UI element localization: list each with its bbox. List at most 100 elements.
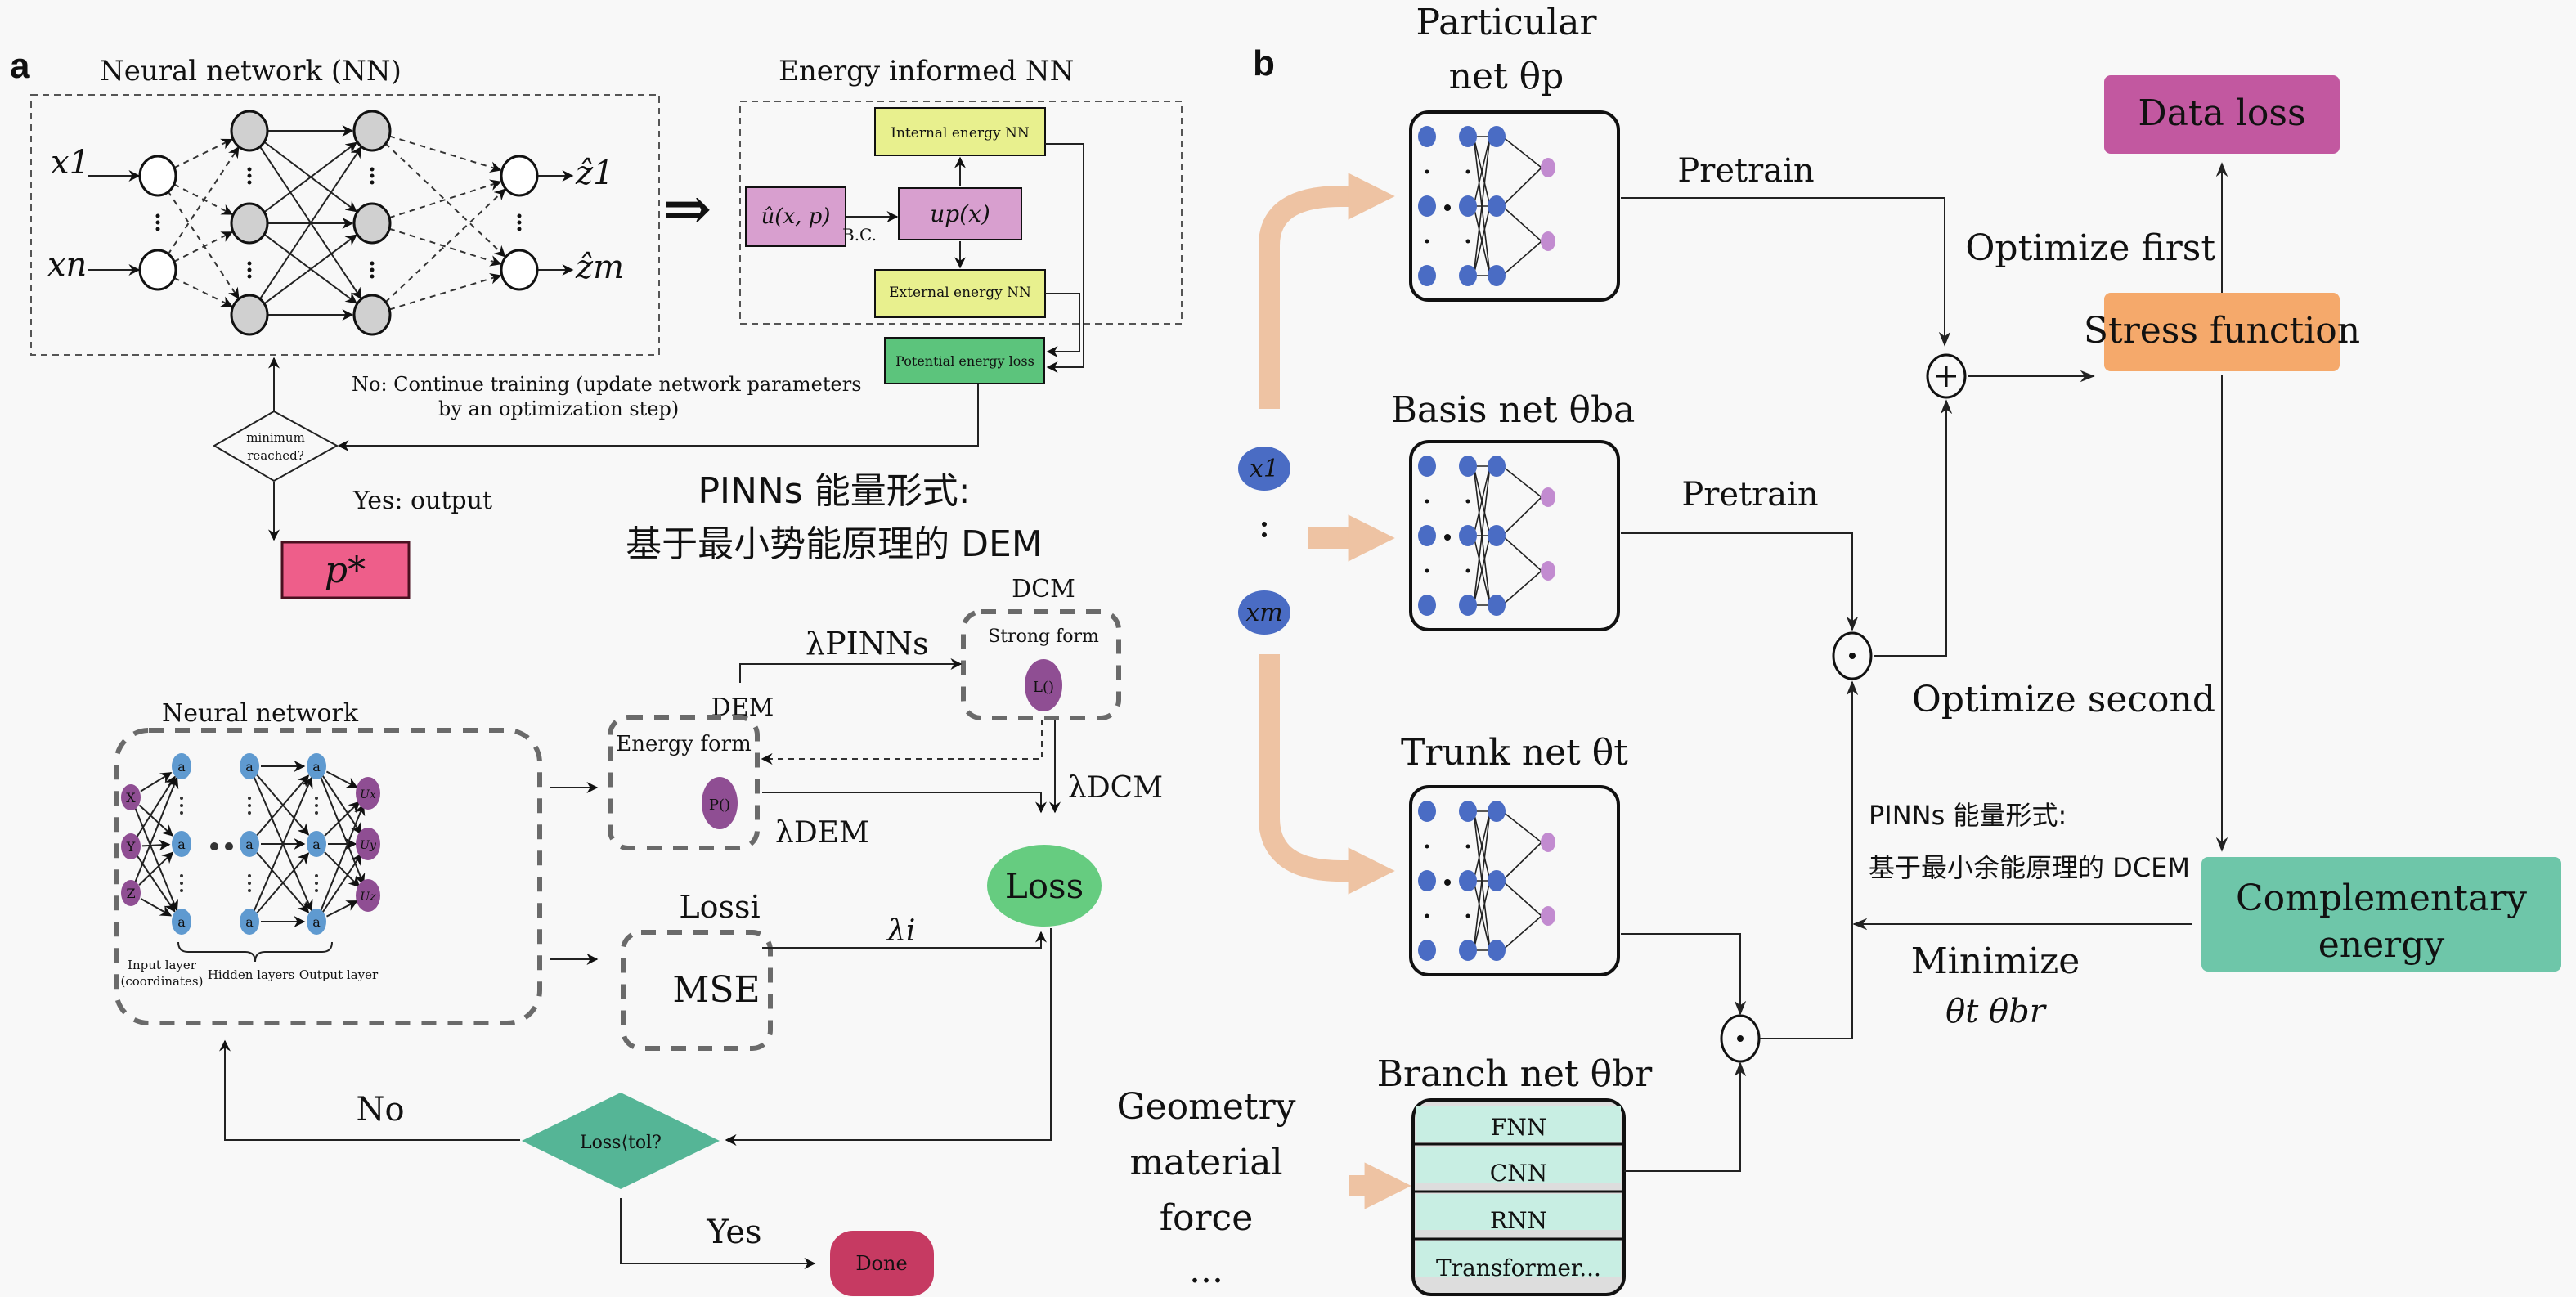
vdots	[155, 213, 160, 218]
hidden-node-label: a	[312, 837, 321, 852]
lambda-dcm-label: λDCM	[1068, 771, 1163, 805]
vdots	[517, 227, 522, 231]
loss-to-check-arrow	[725, 928, 1052, 1146]
subnet-output-node	[1541, 561, 1555, 581]
vdots	[1465, 913, 1470, 918]
subnet-edge	[1501, 496, 1542, 536]
yes-label: Yes	[706, 1214, 761, 1251]
input-node-label: X	[126, 790, 136, 806]
vdots	[370, 173, 375, 178]
dcem-heading-line1: PINNs 能量形式:	[1869, 800, 2067, 831]
no-continue-line1: No: Continue training (update network pa…	[352, 373, 862, 396]
data-loss-label: Data loss	[2138, 92, 2305, 134]
internal-energy-label: Internal energy NN	[891, 125, 1030, 141]
subnet-node	[1488, 456, 1506, 477]
subnet-node	[1418, 195, 1436, 217]
minimum-reached-diamond	[213, 410, 339, 482]
subnet-edge	[1473, 880, 1491, 951]
p-star-label: p*	[325, 550, 366, 591]
nn-node	[138, 249, 177, 291]
no-loop-arrow	[219, 1039, 520, 1141]
nn-hidden-node	[352, 294, 392, 336]
subnet-output-node	[1541, 487, 1555, 507]
subnet-node	[1459, 940, 1477, 961]
nn-hidden-node	[352, 110, 392, 152]
subnet-edge	[1501, 167, 1542, 207]
dem-heading-line1: PINNs 能量形式:	[698, 470, 970, 512]
output-layer-label: Output layer	[299, 967, 379, 982]
subnet-node	[1418, 456, 1436, 477]
output-node-label: Uz	[360, 891, 376, 904]
nn2-edge	[256, 774, 310, 837]
data-loss-box	[2104, 75, 2340, 154]
branch-net-box: FNN CNN RNN Transformer...	[1411, 1098, 1626, 1296]
vdots	[155, 227, 160, 231]
loss-check-label: Loss⟨tol?	[580, 1133, 662, 1153]
external-to-loss-line	[1045, 293, 1080, 357]
einn-title: Energy informed NN	[779, 55, 1074, 88]
potential-loss-label: Potential energy loss	[895, 353, 1034, 369]
vdots	[1465, 499, 1470, 504]
hdots	[1444, 879, 1451, 886]
vdots	[1262, 532, 1267, 537]
subnet-node	[1459, 595, 1477, 616]
nn-edge	[263, 141, 357, 213]
nn2-edge	[256, 852, 310, 914]
nn-box	[30, 94, 660, 356]
nn2-edge	[324, 851, 361, 888]
nn2-edge	[140, 898, 173, 917]
vdots	[1465, 169, 1470, 174]
nn2-edge	[138, 851, 174, 886]
hidden-node-label: a	[177, 759, 186, 774]
dem-heading-line2: 基于最小势能原理的 DEM	[626, 523, 1043, 565]
subnet-node	[1418, 265, 1436, 286]
input-node	[121, 880, 141, 906]
branch-transformer-label: Transformer...	[1436, 1254, 1601, 1281]
nn2-edge	[138, 804, 173, 837]
subnet-node	[1459, 126, 1477, 147]
hidden-ellipsis-dot	[225, 842, 233, 850]
hidden-layers-label: Hidden layers	[208, 967, 294, 982]
strong-form-label: Strong form	[988, 626, 1099, 647]
loss-ellipse	[987, 845, 1102, 927]
nn-title: Neural network (NN)	[100, 55, 402, 88]
complementary-energy-box	[2201, 857, 2561, 972]
mse-label: MSE	[672, 969, 760, 1011]
branch-input-geometry: Geometry	[1116, 1086, 1295, 1128]
hidden-node-label: a	[245, 914, 254, 930]
output-node	[356, 777, 380, 810]
subnet-node	[1488, 801, 1506, 822]
vdots	[1425, 913, 1429, 918]
lambda-dem-label: λDEM	[775, 816, 869, 850]
vdots	[155, 220, 160, 225]
subnet-node	[1459, 456, 1477, 477]
subnet-node	[1418, 801, 1436, 822]
strong-node	[1025, 659, 1062, 711]
hdots	[1444, 204, 1451, 211]
vdots	[180, 797, 183, 800]
vdots	[248, 882, 251, 885]
internal-to-loss-line	[1045, 143, 1084, 373]
output-z1-label: ẑ1	[575, 155, 614, 192]
stress-function-label: Stress function	[2084, 310, 2360, 352]
vdots	[315, 889, 318, 892]
energy-node	[702, 777, 738, 829]
subnet-node	[1418, 595, 1436, 616]
vdots	[315, 874, 318, 877]
vdots	[247, 173, 252, 178]
input-node-label: Y	[126, 839, 136, 855]
subnet-edge	[1501, 465, 1542, 498]
minimize-label: Minimize	[1911, 940, 2080, 982]
subnet-node	[1418, 870, 1436, 891]
nn-hidden-node	[352, 202, 392, 245]
nn-hidden-node	[230, 202, 269, 245]
nn2-edge	[324, 801, 361, 837]
nn-edge	[388, 227, 502, 267]
external-energy-box	[874, 269, 1046, 318]
loss-label: Loss	[1005, 866, 1084, 906]
subnet-edge	[1473, 136, 1491, 207]
input-x1-label: x1	[51, 144, 90, 182]
vdots	[1425, 844, 1429, 849]
subnet-node	[1418, 126, 1436, 147]
